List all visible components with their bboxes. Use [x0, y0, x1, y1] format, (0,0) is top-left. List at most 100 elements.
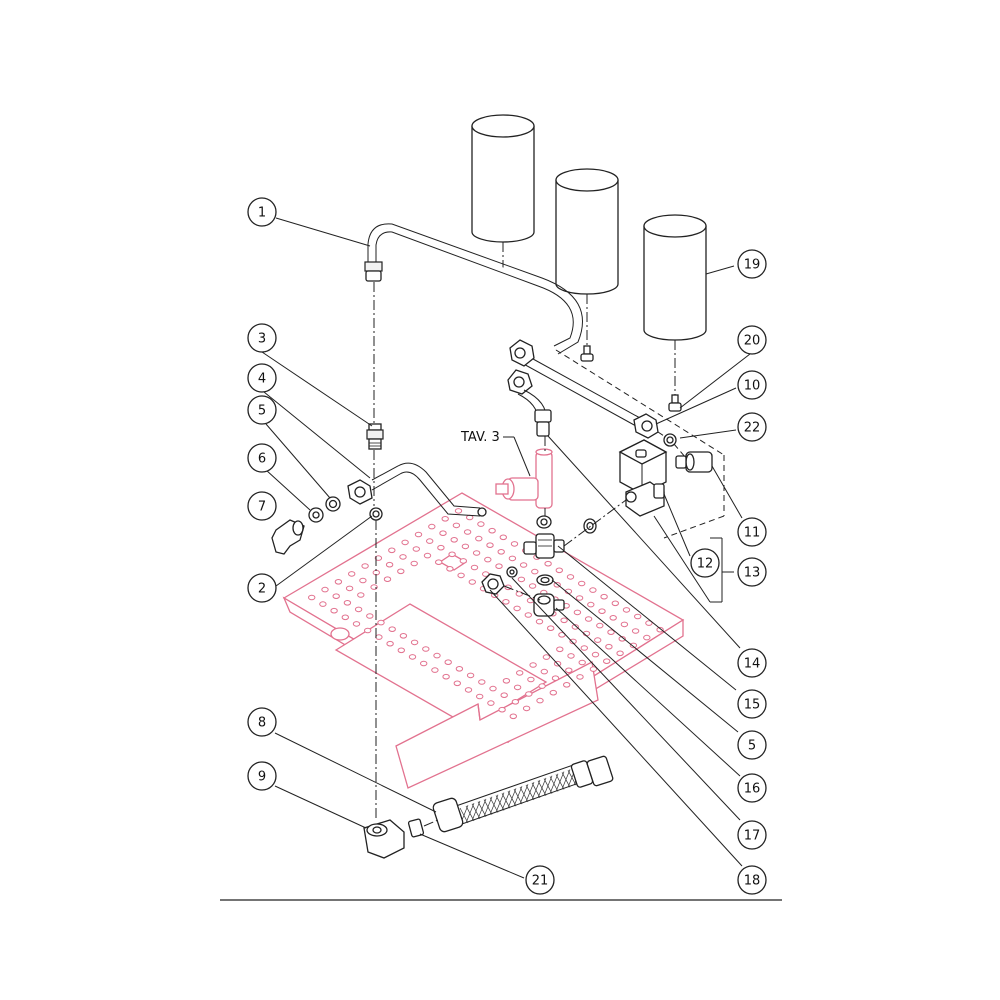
callout-number: 17	[744, 829, 761, 844]
tray-hole	[524, 612, 532, 618]
callout-circle	[247, 573, 277, 603]
elbow-11	[675, 451, 713, 473]
callout-circle	[737, 557, 767, 587]
drip-tray	[282, 492, 685, 789]
tray-hole	[571, 624, 579, 630]
tray-hole	[435, 559, 443, 566]
tray-hole	[433, 652, 441, 659]
tray-hole	[611, 600, 619, 607]
tray-hole	[374, 555, 383, 561]
callout-c14: 14	[737, 648, 767, 678]
tray-hole	[488, 527, 496, 534]
tray-hole	[616, 650, 624, 657]
tray-hole	[589, 666, 598, 672]
tray-hole	[576, 674, 584, 680]
tray-hole	[475, 535, 483, 542]
pipe-1	[364, 223, 583, 355]
callout-circle	[737, 730, 767, 760]
tray-hole	[587, 601, 595, 608]
tray-hole	[589, 587, 597, 593]
braid-strand	[555, 771, 565, 792]
tray-hole	[584, 616, 593, 622]
callout-c22: 22	[737, 412, 767, 442]
callout-c3: 3	[247, 323, 277, 353]
tray-hole	[498, 706, 506, 713]
callout-number: 1	[258, 206, 266, 221]
callout-number: 3	[258, 332, 266, 347]
tray-hole	[412, 546, 420, 552]
tray-hole	[566, 574, 575, 580]
fitting-21	[407, 818, 425, 838]
tray-hole	[466, 672, 475, 679]
tray-hole	[569, 638, 577, 645]
tray-hole	[414, 531, 423, 538]
tray-hole	[470, 564, 479, 571]
tray-hole	[334, 579, 343, 585]
callout-circle	[690, 548, 720, 578]
small-washer	[506, 566, 518, 578]
tray-hole	[573, 609, 582, 616]
callout-c21: 21	[525, 865, 555, 895]
tray-hole	[343, 600, 352, 606]
callout-circle	[737, 370, 767, 400]
callout-c7: 7	[247, 491, 277, 521]
callout-number: 18	[744, 874, 761, 889]
callout-circle	[737, 820, 767, 850]
tray-hole	[408, 654, 417, 660]
callout-number: 19	[744, 258, 761, 273]
callout-c19: 19	[737, 249, 767, 279]
callout-circle	[737, 648, 767, 678]
tray-hole	[551, 675, 560, 682]
tray-hole	[495, 563, 503, 570]
tray-hole	[357, 592, 365, 598]
tray-hole	[444, 659, 452, 666]
tray-hole	[598, 608, 606, 615]
tray-hole	[596, 622, 604, 629]
braid-strand	[531, 779, 541, 800]
tray-hole	[348, 571, 356, 577]
tray-hole	[437, 544, 445, 551]
tray-hole	[482, 571, 490, 577]
tray-hole	[361, 563, 369, 569]
callout-circle	[247, 761, 277, 791]
tray-hole	[511, 699, 520, 705]
callout-c5b: 5	[737, 730, 767, 760]
braid-strand	[477, 798, 487, 819]
tray-hole	[397, 647, 405, 654]
tray-hole	[499, 534, 507, 541]
callout-number: 13	[744, 566, 761, 581]
tray-hole	[321, 586, 329, 593]
tray-hole	[525, 691, 533, 697]
tray-hole	[580, 645, 588, 651]
tray-hole	[643, 634, 651, 641]
callout-circle	[737, 249, 767, 279]
callout-circle	[247, 197, 277, 227]
tray-hole	[516, 670, 524, 676]
tray-hole	[629, 642, 638, 649]
callout-circle	[247, 395, 277, 425]
callout-circle	[247, 363, 277, 393]
tray-hole	[454, 508, 463, 514]
pipe-10	[509, 339, 659, 439]
tray-hole	[375, 634, 383, 640]
braid-strand	[483, 796, 493, 817]
callout-number: 16	[744, 782, 761, 797]
tray-hole	[386, 640, 394, 647]
tray-hole	[468, 579, 476, 585]
tray-hole	[319, 601, 327, 607]
callout-c6: 6	[247, 443, 277, 473]
tray-hole	[522, 705, 531, 712]
callout-c13: 13	[737, 557, 767, 587]
tray-hole	[513, 684, 522, 691]
tray-hole	[631, 628, 640, 634]
callout-circle	[737, 517, 767, 547]
tray-hole	[352, 621, 361, 627]
callout-number: 2	[258, 582, 266, 597]
tray-hole	[567, 653, 575, 659]
pipe-4	[347, 462, 487, 517]
filter-canister-3	[643, 214, 707, 341]
callout-circle	[737, 865, 767, 895]
tray-hole	[388, 626, 396, 633]
tav3-part	[495, 448, 553, 509]
